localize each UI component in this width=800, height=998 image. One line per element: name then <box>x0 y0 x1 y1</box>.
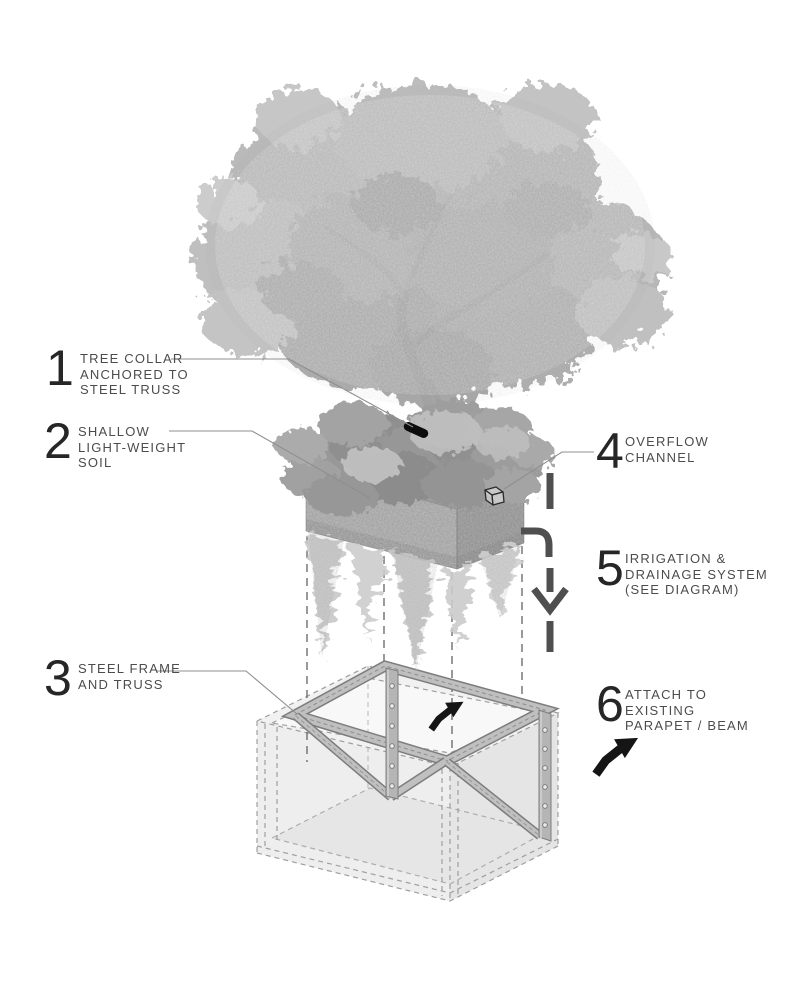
annotation-4-number: 4 <box>596 423 624 479</box>
annotation-4-line: CHANNEL <box>625 449 696 465</box>
attach-direction-arrow <box>596 738 638 774</box>
annotation-2-line: LIGHT-WEIGHT <box>78 439 187 455</box>
annotation-irrigation: 5 IRRIGATION & DRAINAGE SYSTEM (SEE DIAG… <box>596 540 768 598</box>
annotation-1-line: STEEL TRUSS <box>80 382 182 397</box>
leader-line-3 <box>157 670 298 715</box>
annotation-5-number: 5 <box>596 540 624 596</box>
annotation-steel-frame: 3 STEEL FRAME AND TRUSS <box>44 650 182 706</box>
annotation-1-number: 1 <box>46 340 74 396</box>
leader-line-2 <box>169 430 371 499</box>
annotation-3-number: 3 <box>44 650 72 706</box>
annotation-6-line: PARAPET / BEAM <box>625 718 749 733</box>
annotation-2-number: 2 <box>44 413 72 469</box>
annotation-3-line: STEEL FRAME <box>78 661 182 676</box>
tree-collar-marker <box>403 422 429 438</box>
annotation-6-line: ATTACH TO <box>625 687 708 702</box>
bolt-holes-front-post <box>389 683 395 789</box>
annotation-3-line: AND TRUSS <box>78 676 164 692</box>
annotation-overflow-channel: 4 OVERFLOW CHANNEL <box>596 423 709 479</box>
annotation-1-line: TREE COLLAR <box>80 351 184 366</box>
annotation-2-line: SHALLOW <box>78 424 150 439</box>
annotation-soil: 2 SHALLOW LIGHT-WEIGHT SOIL <box>44 413 187 471</box>
understory-plants <box>276 400 554 516</box>
canopy-texture-light <box>215 95 645 395</box>
annotation-5-line: DRAINAGE SYSTEM <box>625 566 768 582</box>
annotation-attach-parapet: 6 ATTACH TO EXISTING PARAPET / BEAM <box>596 676 749 734</box>
leader-lines <box>157 358 594 715</box>
annotation-6-line: EXISTING <box>625 702 696 718</box>
annotation-5-line: (SEE DIAGRAM) <box>625 582 740 597</box>
leader-line-4 <box>503 451 594 490</box>
annotation-1-line: ANCHORED TO <box>80 366 189 382</box>
root-ball-texture <box>308 532 521 670</box>
overflow-channel-icon <box>484 486 505 506</box>
annotation-2-line: SOIL <box>78 455 113 470</box>
annotation-6-number: 6 <box>596 676 624 732</box>
bolt-holes-right-post <box>542 727 548 828</box>
annotation-4-line: OVERFLOW <box>625 434 709 449</box>
steel-truss-frame <box>280 660 560 842</box>
drainage-flow-arrow <box>521 473 569 652</box>
annotation-tree-collar: 1 TREE COLLAR ANCHORED TO STEEL TRUSS <box>46 340 189 398</box>
leader-line-1 <box>171 358 414 428</box>
annotation-5-line: IRRIGATION & <box>625 551 727 566</box>
